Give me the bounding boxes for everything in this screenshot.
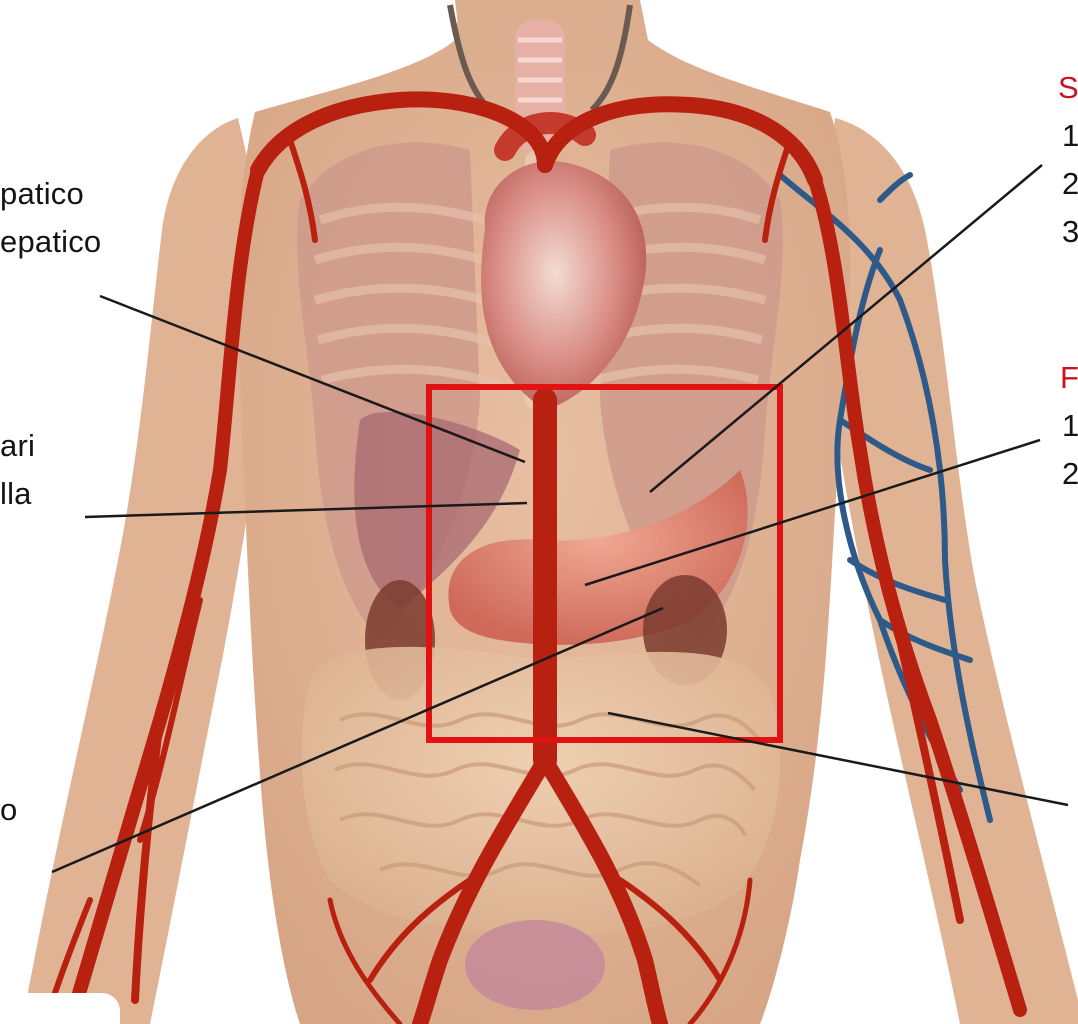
corner-patch <box>0 993 120 1024</box>
label-right-4: 3 <box>1062 212 1078 252</box>
label-right-2: 1 <box>1062 116 1078 156</box>
label-right-5: F <box>1060 358 1078 398</box>
label-left-3: ari <box>0 426 35 466</box>
label-left-5: o <box>0 790 17 830</box>
label-left-2: epatico <box>0 222 101 262</box>
label-left-4: lla <box>0 474 32 514</box>
label-right-3: 2 <box>1062 164 1078 204</box>
label-right-1: S <box>1058 68 1078 108</box>
label-right-7: 2 <box>1062 454 1078 494</box>
label-left-1: patico <box>0 174 84 214</box>
label-right-6: 1 <box>1062 406 1078 446</box>
